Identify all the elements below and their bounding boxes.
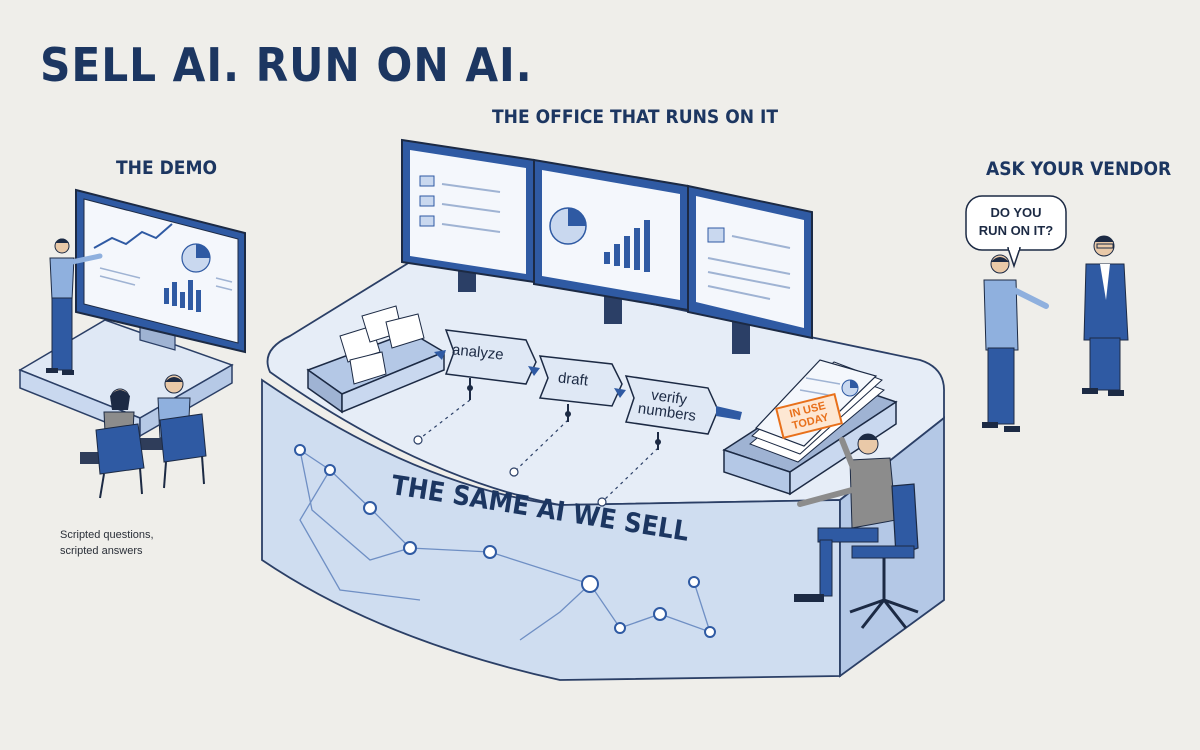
demo-caption: Scripted questions, scripted answers: [60, 527, 200, 559]
demo-scene: [18, 188, 246, 499]
step-label-draft: draft: [557, 369, 589, 390]
main-title: SELL AI. RUN ON AI.: [40, 38, 533, 92]
step-block: [624, 375, 719, 450]
step-block: [538, 355, 623, 422]
network-node: [294, 444, 716, 638]
monitor-email: [401, 138, 535, 284]
speech-bubble-text: DO YOU RUN ON IT?: [970, 204, 1062, 240]
step-block: [444, 329, 537, 400]
demo-heading: THE DEMO: [116, 157, 218, 179]
demo-bar-chart: [164, 280, 201, 312]
network-pattern: [299, 449, 712, 641]
workflow-steps: [434, 329, 742, 450]
demo-monitor: [75, 188, 246, 354]
caption-line: scripted answers: [60, 545, 143, 557]
presenter-figure: [46, 238, 103, 375]
caption-line: Scripted questions,: [60, 529, 154, 541]
vendor-figure: [1082, 235, 1129, 396]
vendor-heading: ASK YOUR VENDOR: [986, 158, 1172, 180]
office-chair: [849, 483, 919, 629]
office-bar-chart: [604, 220, 650, 272]
monitor-document: [687, 184, 813, 340]
speech-bubble: [965, 195, 1067, 269]
bubble-line: DO YOU: [990, 205, 1042, 220]
flow-arrow: [434, 350, 742, 420]
chair: [95, 423, 145, 499]
trend-line: [93, 223, 173, 249]
office-monitors: [401, 138, 813, 354]
inbox-tray: [306, 305, 446, 414]
office-worker: [794, 433, 897, 602]
customer-figure: [982, 254, 1049, 432]
office-heading: THE OFFICE THAT RUNS ON IT: [492, 106, 779, 128]
bubble-line: RUN ON IT?: [978, 223, 1054, 238]
monitor-charts: [533, 158, 689, 312]
chair: [159, 413, 207, 489]
